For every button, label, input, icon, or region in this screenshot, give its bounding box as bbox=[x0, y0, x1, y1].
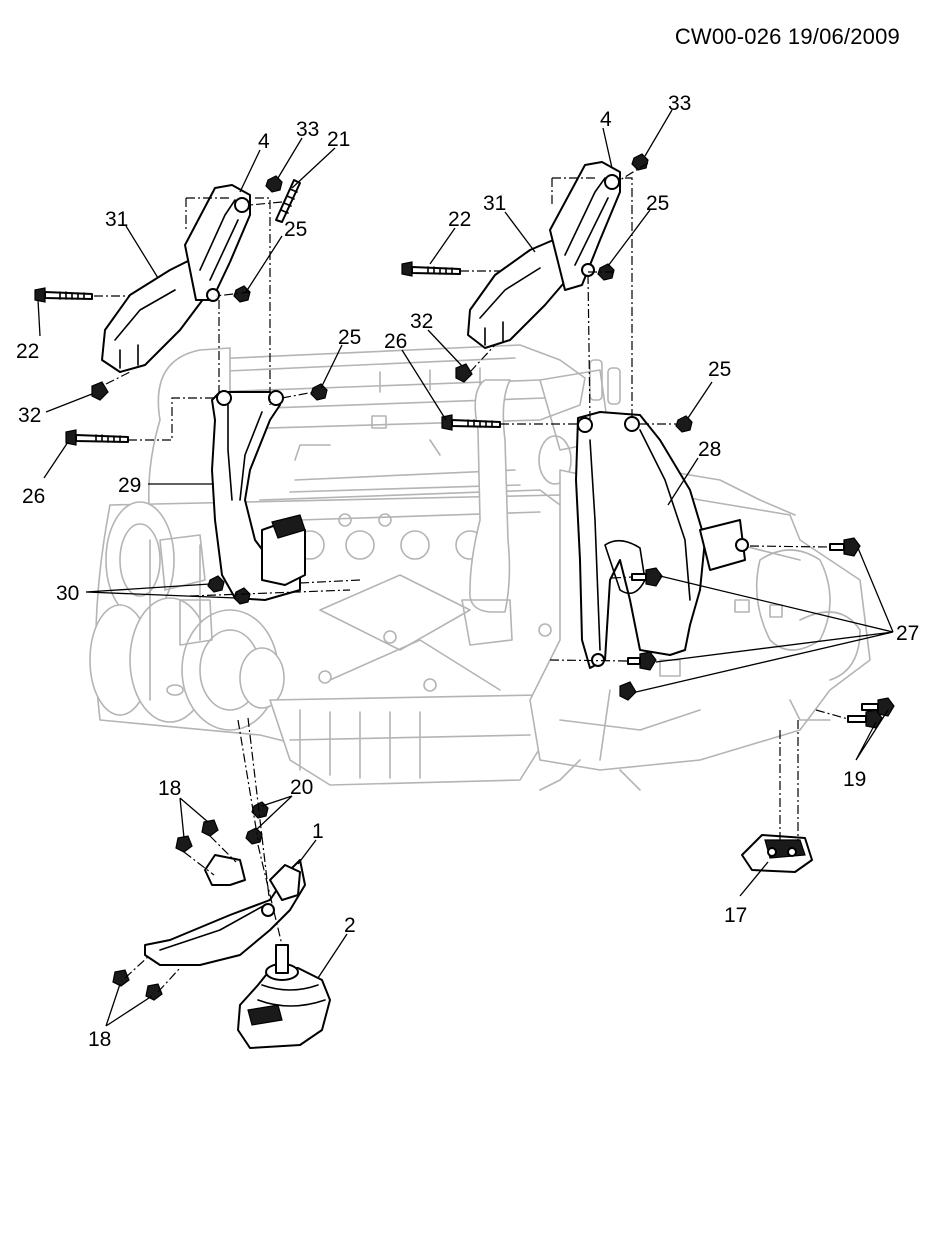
callout-27: 27 bbox=[896, 622, 919, 645]
callout-33-right: 33 bbox=[668, 92, 691, 115]
callout-2: 2 bbox=[344, 914, 356, 937]
callout-32-right: 32 bbox=[410, 310, 433, 333]
callout-26-left: 26 bbox=[22, 485, 45, 508]
callout-18-bottom: 18 bbox=[88, 1028, 111, 1051]
mount-bracket-1 bbox=[144, 859, 306, 966]
callout-22-right: 22 bbox=[448, 208, 471, 231]
left-bracket-assembly bbox=[101, 184, 306, 601]
right-bracket-assembly bbox=[467, 161, 749, 669]
gearbox-bracket-28 bbox=[575, 411, 706, 669]
callout-4-left: 4 bbox=[258, 130, 270, 153]
lower-mount-assembly bbox=[144, 834, 813, 1049]
callout-17: 17 bbox=[724, 904, 747, 927]
assembly-lines bbox=[94, 162, 849, 993]
bracket-4-right bbox=[549, 161, 621, 291]
callout-4-right: 4 bbox=[600, 108, 612, 131]
callout-25-right-top: 25 bbox=[646, 192, 669, 215]
bracket-4-left bbox=[184, 184, 251, 301]
callout-labels: 4 33 21 31 25 22 25 32 26 29 30 4 33 22 … bbox=[16, 92, 919, 1051]
leader-lines bbox=[37, 109, 894, 1027]
fasteners bbox=[34, 153, 895, 1001]
document-code: CW00-026 19/06/2009 bbox=[674, 24, 900, 49]
callout-21: 21 bbox=[327, 128, 350, 151]
engine-block-illustration bbox=[89, 344, 871, 791]
callout-25-left-mid: 25 bbox=[338, 326, 361, 349]
callout-19: 19 bbox=[843, 768, 866, 791]
callout-31-right: 31 bbox=[483, 192, 506, 215]
callout-18-top: 18 bbox=[158, 777, 181, 800]
callout-31-left: 31 bbox=[105, 208, 128, 231]
callout-25-right-mid: 25 bbox=[708, 358, 731, 381]
callout-32-left: 32 bbox=[18, 404, 41, 427]
callout-20: 20 bbox=[290, 776, 313, 799]
callout-22-left: 22 bbox=[16, 340, 39, 363]
callout-30: 30 bbox=[56, 582, 79, 605]
callout-25-left-top: 25 bbox=[284, 218, 307, 241]
callout-26-right: 26 bbox=[384, 330, 407, 353]
callout-29: 29 bbox=[118, 474, 141, 497]
callout-1: 1 bbox=[312, 820, 324, 843]
callout-33-left: 33 bbox=[296, 118, 319, 141]
callout-28: 28 bbox=[698, 438, 721, 461]
